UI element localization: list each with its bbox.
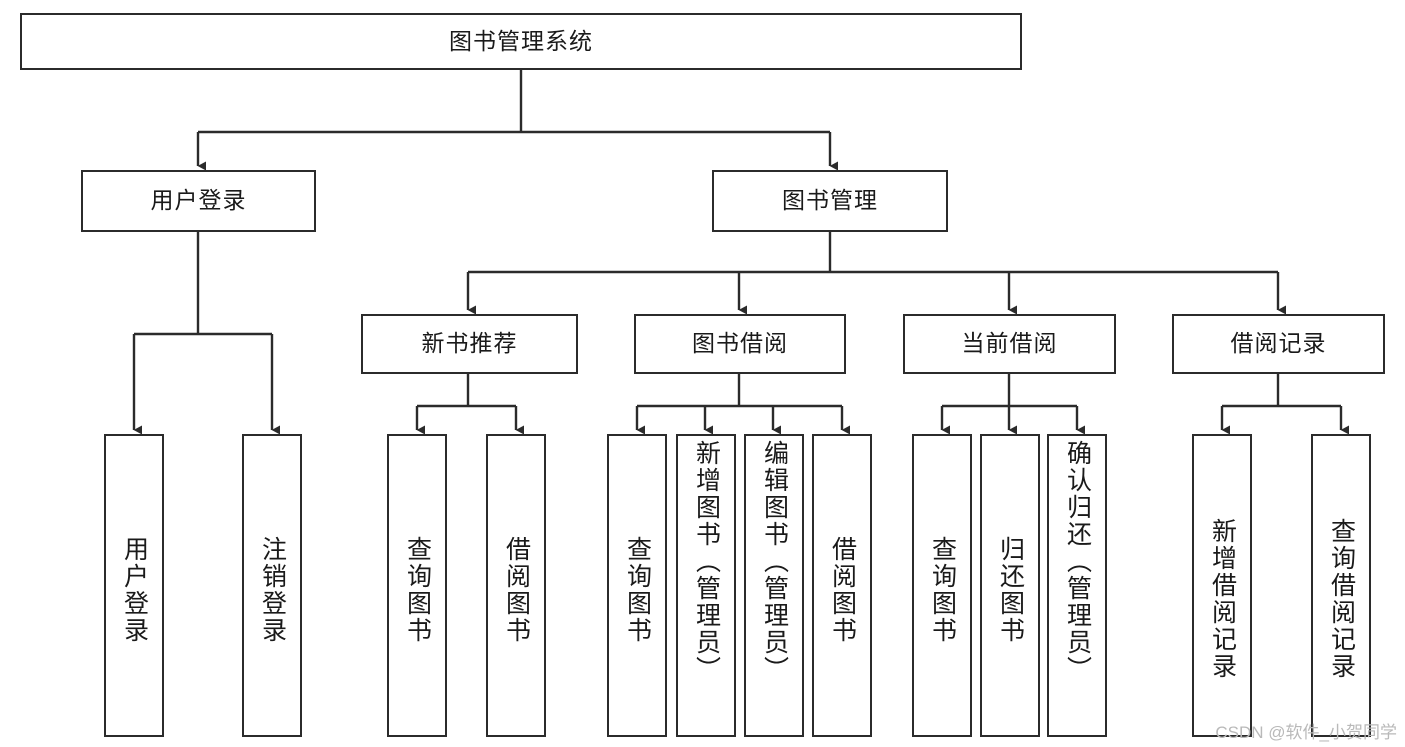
node-label: 当前借阅 [961,330,1058,357]
node-label: 借阅图书 [828,536,857,644]
leaf-query-book-3[interactable]: 查询图书 [912,434,972,737]
node-label: 编辑图书（管理员） [760,440,789,683]
leaf-query-record[interactable]: 查询借阅记录 [1311,434,1371,737]
leaf-user-login[interactable]: 用户登录 [104,434,164,737]
node-book-management[interactable]: 图书管理 [712,170,948,232]
node-label: 图书管理 [782,187,878,214]
node-label: 查询图书 [928,536,957,644]
node-borrow-record[interactable]: 借阅记录 [1172,314,1385,374]
node-label: 查询图书 [623,536,652,644]
node-label: 新增借阅记录 [1208,518,1237,680]
leaf-edit-book[interactable]: 编辑图书（管理员） [744,434,804,737]
leaf-confirm-return[interactable]: 确认归还（管理员） [1047,434,1107,737]
node-label: 借阅图书 [502,536,531,644]
leaf-logout-login[interactable]: 注销登录 [242,434,302,737]
leaf-borrow-book-1[interactable]: 借阅图书 [486,434,546,737]
node-current-borrow[interactable]: 当前借阅 [903,314,1116,374]
node-label: 确认归还（管理员） [1063,440,1092,683]
node-user-login[interactable]: 用户登录 [81,170,316,232]
node-label: 归还图书 [996,536,1025,644]
node-label: 新增图书（管理员） [692,440,721,683]
leaf-query-book-2[interactable]: 查询图书 [607,434,667,737]
node-label: 用户登录 [150,187,247,214]
leaf-query-book-1[interactable]: 查询图书 [387,434,447,737]
node-label: 新书推荐 [421,330,518,357]
csdn-watermark: CSDN @软件_小贺同学 [1215,723,1397,742]
node-new-book-recommend[interactable]: 新书推荐 [361,314,578,374]
node-label: 图书借阅 [692,330,788,357]
leaf-borrow-book-2[interactable]: 借阅图书 [812,434,872,737]
node-label: 注销登录 [258,536,287,644]
node-label: 借阅记录 [1230,330,1327,357]
leaf-add-book[interactable]: 新增图书（管理员） [676,434,736,737]
node-label: 用户登录 [120,536,149,644]
node-label: 查询借阅记录 [1327,518,1356,680]
node-label: 查询图书 [403,536,432,644]
leaf-add-record[interactable]: 新增借阅记录 [1192,434,1252,737]
node-book-borrow[interactable]: 图书借阅 [634,314,846,374]
node-book-management-system[interactable]: 图书管理系统 [20,13,1022,70]
leaf-return-book[interactable]: 归还图书 [980,434,1040,737]
node-label: 图书管理系统 [449,27,593,54]
